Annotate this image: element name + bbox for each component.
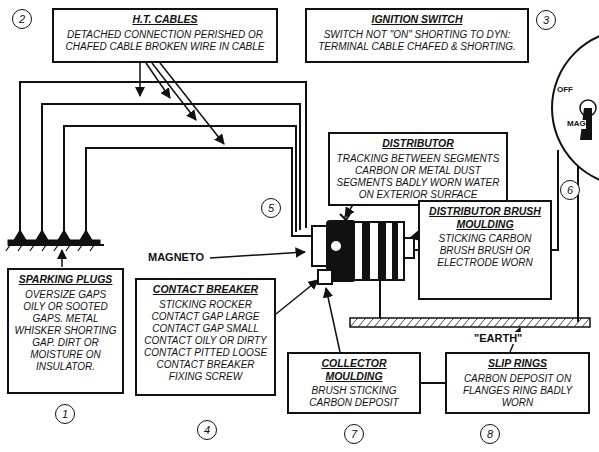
box-body: CARBON DEPOSIT ON FLANGES RING BADLY WOR… bbox=[451, 373, 584, 409]
ht-leads bbox=[20, 82, 312, 236]
box-heading: CONTACT BREAKER bbox=[141, 283, 270, 296]
box-body: SWITCH NOT "ON" SHORTING TO DYN: TERMINA… bbox=[311, 29, 523, 53]
plug-fault-box: SPARKING PLUGS OVERSIZE GAPS OILY OR SOOT… bbox=[7, 268, 124, 394]
magneto-drawing bbox=[312, 214, 414, 284]
spark-plugs bbox=[6, 230, 104, 251]
breaker-fault-box: CONTACT BREAKER STICKING ROCKER CONTACT G… bbox=[135, 278, 276, 396]
box-heading: IGNITION SWITCH bbox=[311, 13, 523, 26]
box-body: STICKING ROCKER CONTACT GAP LARGE CONTAC… bbox=[141, 299, 270, 383]
distributor-fault-box: DISTRIBUTOR TRACKING BETWEEN SEGMENTS CAR… bbox=[328, 132, 508, 206]
switch-fault-box: IGNITION SWITCH SWITCH NOT "ON" SHORTING … bbox=[305, 8, 529, 63]
earth-bar bbox=[350, 318, 590, 327]
brush-fault-box: DISTRIBUTOR BRUSH MOULDING STICKING CARBO… bbox=[418, 200, 552, 300]
box-heading: H.T. CABLES bbox=[58, 13, 272, 26]
box-body: STICKING CARBON BRUSH BRUSH OR ELECTRODE… bbox=[424, 233, 546, 269]
callout-number: 3 bbox=[536, 10, 556, 30]
box-heading: COLLECTOR MOULDING bbox=[293, 357, 415, 382]
box-body: DETACHED CONNECTION PERISHED OR CHAFED C… bbox=[58, 29, 272, 53]
cable-arrows bbox=[140, 63, 224, 144]
callout-number: 5 bbox=[261, 198, 281, 218]
ignition-switch-dial bbox=[552, 30, 599, 186]
switch-position: MAG bbox=[567, 120, 586, 129]
box-heading: DISTRIBUTOR bbox=[334, 137, 502, 150]
box-body: BRUSH STICKING CARBON DEPOSIT bbox=[293, 385, 415, 409]
callout-number: 6 bbox=[560, 180, 580, 200]
callout-number: 2 bbox=[12, 9, 32, 29]
slip-ring-fault-box: SLIP RINGS CARBON DEPOSIT ON FLANGES RING… bbox=[445, 352, 590, 414]
callout-number: 1 bbox=[55, 404, 75, 424]
collector-fault-box: COLLECTOR MOULDING BRUSH STICKING CARBON … bbox=[287, 352, 421, 414]
callout-number: 4 bbox=[197, 420, 217, 440]
callout-number: 7 bbox=[344, 424, 364, 444]
switch-position: OFF bbox=[557, 86, 573, 95]
box-heading: DISTRIBUTOR BRUSH MOULDING bbox=[424, 205, 546, 230]
box-heading: SPARKING PLUGS bbox=[13, 273, 118, 286]
cable-fault-box: H.T. CABLES DETACHED CONNECTION PERISHED … bbox=[52, 8, 278, 63]
box-body: TRACKING BETWEEN SEGMENTS CARBON OR META… bbox=[334, 153, 502, 201]
box-heading: SLIP RINGS bbox=[451, 357, 584, 370]
connector-line bbox=[421, 382, 445, 384]
part-label: MAGNETO bbox=[148, 251, 204, 263]
callout-number: 8 bbox=[480, 424, 500, 444]
box-body: OVERSIZE GAPS OILY OR SOOTED GAPS. METAL… bbox=[13, 289, 118, 373]
earth-label: "EARTH" bbox=[474, 332, 522, 344]
